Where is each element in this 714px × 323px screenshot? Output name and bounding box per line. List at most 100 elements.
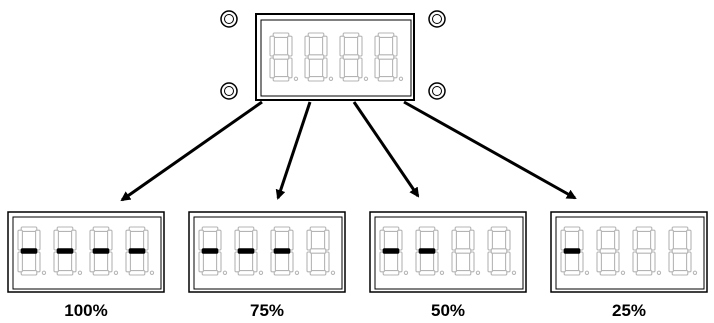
unlit-segment — [89, 229, 95, 251]
unlit-segment — [377, 32, 395, 38]
unlit-segment — [454, 226, 472, 232]
decimal-point — [475, 270, 481, 275]
unlit-segment — [125, 251, 131, 273]
arrow-to-50 — [352, 101, 420, 198]
unlit-segment — [20, 226, 38, 232]
level-label: 100% — [64, 301, 107, 320]
unlit-segment — [237, 270, 255, 276]
level-label: 75% — [250, 301, 284, 320]
unlit-segment — [599, 270, 617, 276]
decimal-point — [328, 76, 334, 81]
unlit-segment — [35, 251, 41, 273]
seven-segment-digit — [270, 226, 300, 276]
unlit-segment — [433, 229, 439, 251]
seven-segment-digit — [125, 226, 155, 276]
unlit-segment — [272, 76, 290, 82]
unlit-segment — [671, 226, 689, 232]
unlit-segment — [17, 251, 23, 273]
unlit-segment — [324, 251, 330, 273]
decimal-point — [620, 270, 626, 275]
unlit-segment — [490, 270, 508, 276]
unlit-segment — [397, 251, 403, 273]
decimal-point — [330, 270, 336, 275]
unlit-segment — [596, 229, 602, 251]
lit-segment — [563, 248, 581, 254]
unlit-segment — [469, 229, 475, 251]
unlit-segment — [635, 226, 653, 232]
unlit-segment — [454, 270, 472, 276]
unlit-segment — [125, 229, 131, 251]
unlit-segment — [272, 54, 290, 60]
lit-segment — [92, 248, 110, 254]
unlit-segment — [451, 251, 457, 273]
unlit-segment — [635, 248, 653, 254]
decimal-point — [403, 270, 409, 275]
unlit-segment — [288, 229, 294, 251]
unlit-segment — [273, 270, 291, 276]
decimal-point — [293, 76, 299, 81]
unlit-segment — [560, 229, 566, 251]
unlit-segment — [273, 226, 291, 232]
level-readout — [379, 226, 517, 276]
decimal-point — [258, 270, 264, 275]
unlit-segment — [614, 251, 620, 273]
unlit-segment — [306, 229, 312, 251]
seven-segment-digit — [487, 226, 517, 276]
unlit-segment — [650, 251, 656, 273]
seven-segment-digit — [415, 226, 445, 276]
level-readout — [198, 226, 336, 276]
decimal-point — [656, 270, 662, 275]
seven-segment-digit — [304, 32, 334, 82]
unlit-segment — [487, 229, 493, 251]
unlit-segment — [342, 54, 360, 60]
unlit-segment — [92, 226, 110, 232]
seven-segment-digit — [198, 226, 228, 276]
unlit-segment — [56, 270, 74, 276]
unlit-segment — [599, 248, 617, 254]
unlit-segment — [272, 32, 290, 38]
unlit-segment — [309, 226, 327, 232]
unlit-segment — [216, 251, 222, 273]
unlit-segment — [392, 57, 398, 79]
unlit-segment — [379, 229, 385, 251]
unlit-segment — [304, 35, 310, 57]
unlit-segment — [234, 251, 240, 273]
unlit-segment — [252, 229, 258, 251]
unlit-segment — [578, 251, 584, 273]
unlit-segment — [107, 251, 113, 273]
unlit-segment — [377, 54, 395, 60]
decimal-point — [77, 270, 83, 275]
mounting-screw-icon — [220, 82, 238, 100]
mounting-screw-icon — [220, 10, 238, 28]
unlit-segment — [201, 226, 219, 232]
unlit-segment — [379, 251, 385, 273]
unlit-segment — [418, 270, 436, 276]
unlit-segment — [339, 35, 345, 57]
arrow-to-75 — [275, 101, 312, 200]
unlit-segment — [107, 229, 113, 251]
unlit-segment — [128, 270, 146, 276]
unlit-segment — [433, 251, 439, 273]
level-readout — [17, 226, 155, 276]
unlit-segment — [560, 251, 566, 273]
unlit-segment — [382, 226, 400, 232]
lit-segment — [237, 248, 255, 254]
unlit-segment — [269, 57, 275, 79]
unlit-segment — [71, 251, 77, 273]
unlit-segment — [306, 251, 312, 273]
unlit-segment — [198, 229, 204, 251]
unlit-segment — [632, 229, 638, 251]
seven-segment-digit — [632, 226, 662, 276]
unlit-segment — [252, 251, 258, 273]
seven-segment-digit — [53, 226, 83, 276]
decimal-point — [439, 270, 445, 275]
unlit-segment — [686, 251, 692, 273]
main-display-module — [220, 10, 446, 101]
unlit-segment — [563, 270, 581, 276]
unlit-segment — [20, 270, 38, 276]
lit-segment — [382, 248, 400, 254]
level-label: 25% — [612, 301, 646, 320]
unlit-segment — [309, 270, 327, 276]
unlit-segment — [304, 57, 310, 79]
unlit-segment — [324, 229, 330, 251]
